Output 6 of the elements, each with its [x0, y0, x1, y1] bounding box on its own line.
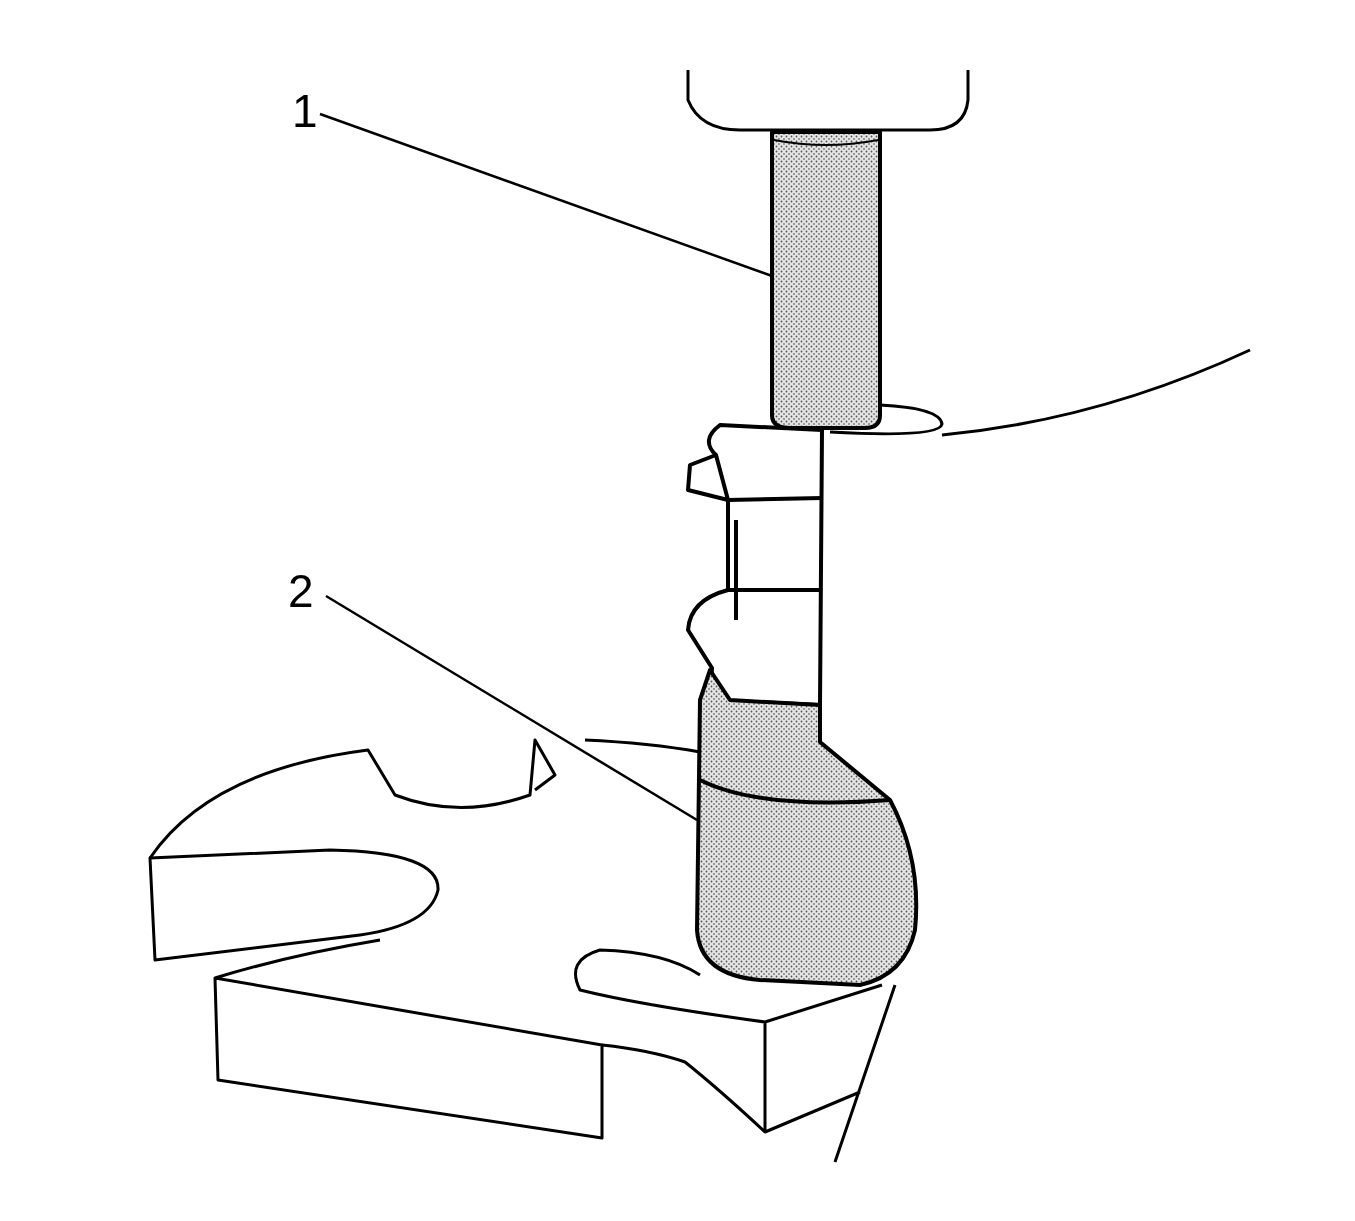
press-rod-drawing	[770, 130, 882, 430]
bushing-drawing	[686, 423, 919, 987]
callout-number: 2	[288, 568, 314, 614]
leader-line	[325, 594, 698, 822]
leader-line	[319, 112, 773, 278]
callout-number: 1	[292, 88, 318, 134]
